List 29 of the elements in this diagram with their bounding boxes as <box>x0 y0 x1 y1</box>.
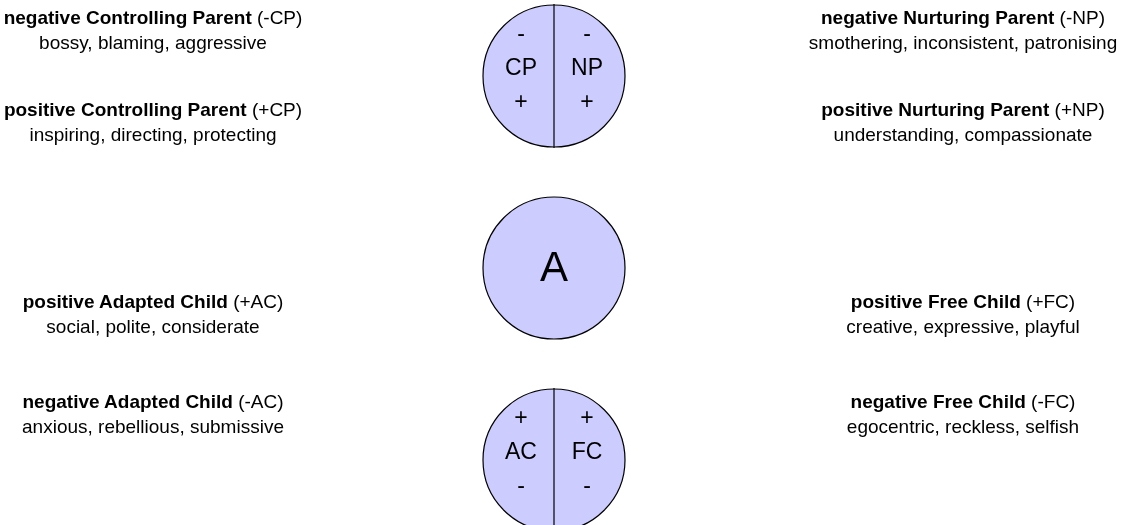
polarity-sign: - <box>516 474 526 497</box>
trait-description: inspiring, directing, protecting <box>29 125 277 144</box>
trait-description: anxious, rebellious, submissive <box>22 417 284 436</box>
ego-state-letter: A <box>539 246 569 288</box>
trait-title: positive Nurturing Parent (+NP) <box>821 100 1105 119</box>
trait-title: negative Adapted Child (-AC) <box>22 392 284 411</box>
polarity-sign: - <box>516 22 526 45</box>
trait-title: positive Adapted Child (+AC) <box>22 292 284 311</box>
trait-title: negative Nurturing Parent (-NP) <box>821 8 1105 27</box>
trait-title: negative Controlling Parent (-CP) <box>3 8 303 27</box>
trait-description: social, polite, considerate <box>46 317 260 336</box>
polarity-sign: + <box>579 406 595 429</box>
polarity-sign: + <box>513 406 529 429</box>
polarity-sign: + <box>513 90 529 113</box>
trait-title: positive Free Child (+FC) <box>850 292 1076 311</box>
ego-state-code: FC <box>570 440 604 463</box>
ego-state-code: AC <box>504 440 538 463</box>
ego-state-code: CP <box>504 56 538 79</box>
polarity-sign: + <box>579 90 595 113</box>
trait-title: positive Controlling Parent (+CP) <box>3 100 303 119</box>
ego-state-code: NP <box>570 56 604 79</box>
trait-description: creative, expressive, playful <box>846 317 1080 336</box>
polarity-sign: - <box>582 22 592 45</box>
trait-description: egocentric, reckless, selfish <box>846 417 1080 436</box>
trait-title: negative Free Child (-FC) <box>850 392 1076 411</box>
trait-description: understanding, compassionate <box>833 125 1093 144</box>
polarity-sign: - <box>582 474 592 497</box>
trait-description: bossy, blaming, aggressive <box>39 33 267 52</box>
trait-description: smothering, inconsistent, patronising <box>808 33 1118 52</box>
